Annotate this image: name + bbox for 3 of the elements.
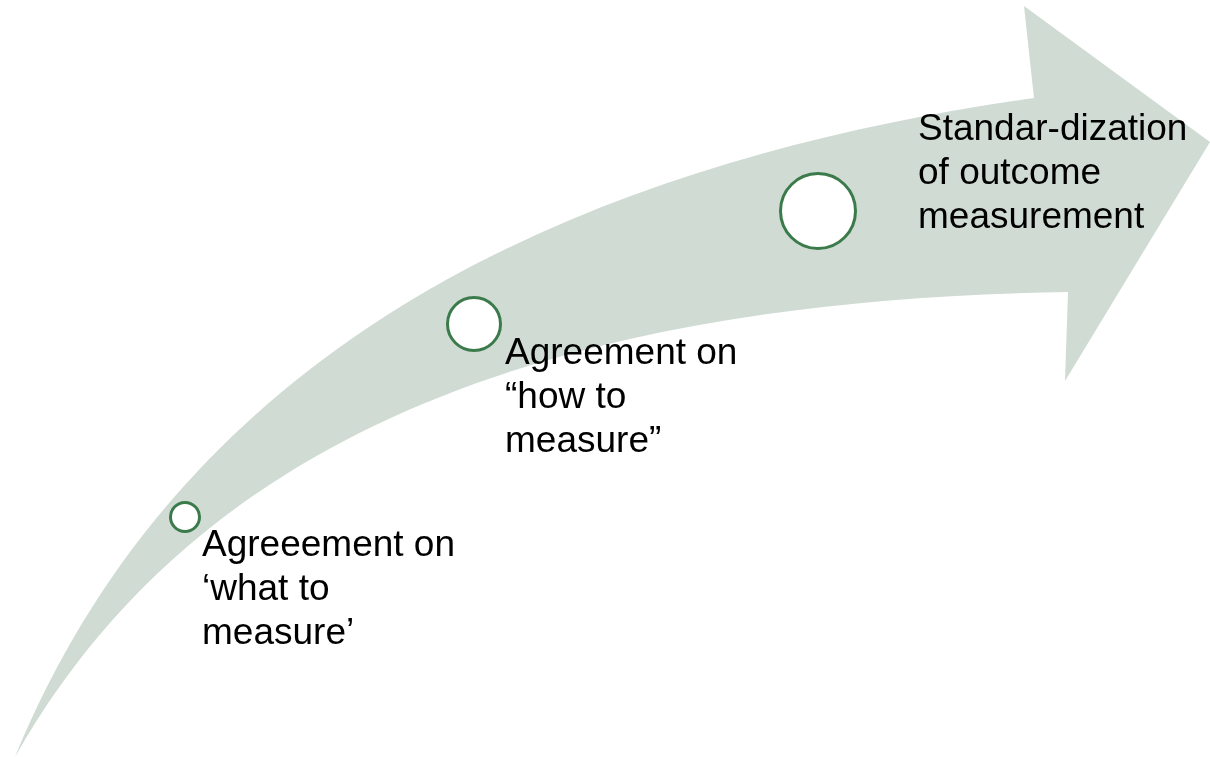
milestone-label: Standar-dization of outcome measurement bbox=[918, 106, 1189, 238]
milestone-label: Agreeement on ‘what to measure’ bbox=[202, 522, 456, 654]
milestone-label: Agreement on “how to measure” bbox=[505, 330, 739, 462]
